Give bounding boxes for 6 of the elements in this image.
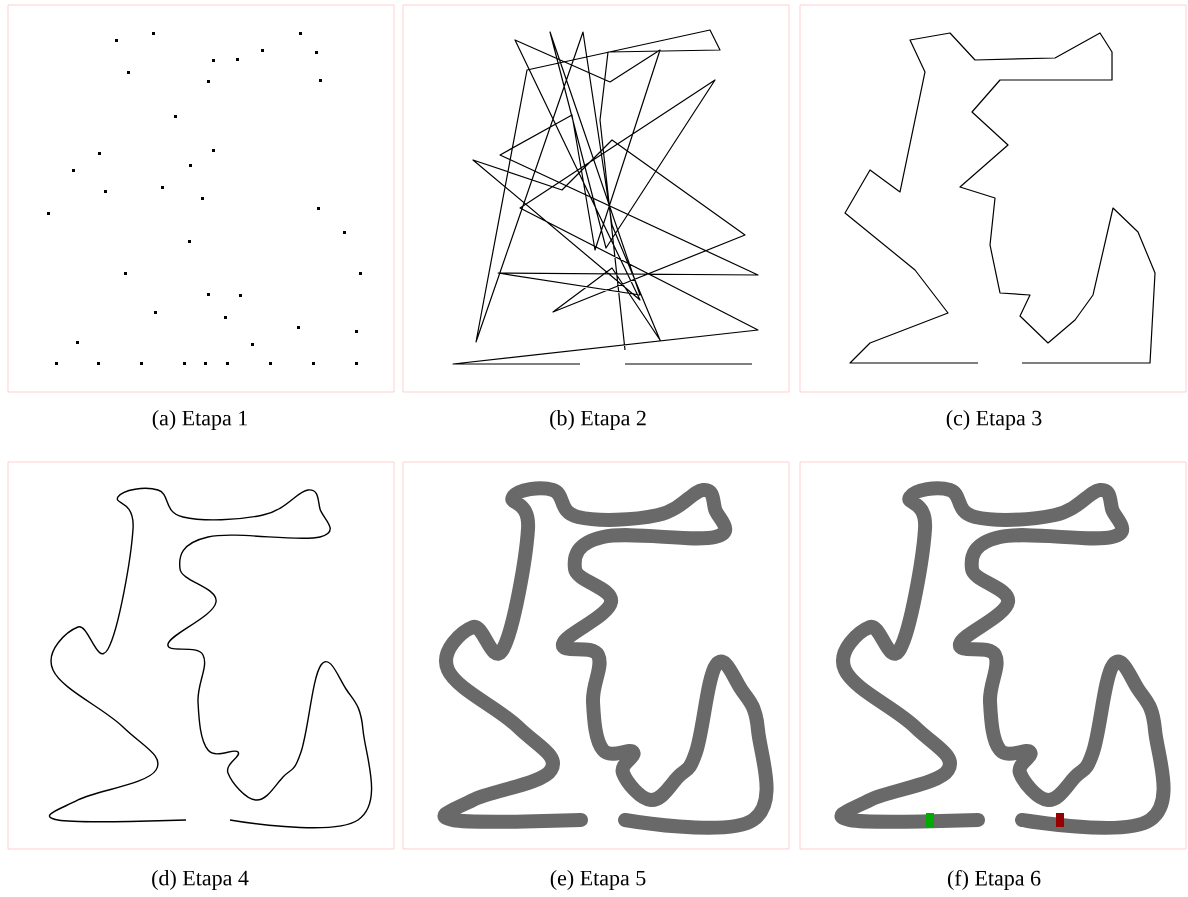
subfigure-caption: (d) Etapa 4 bbox=[152, 870, 249, 890]
subfigure-caption: (e) Etapa 5 bbox=[550, 870, 646, 890]
subfigure-caption: (c) Etapa 3 bbox=[946, 410, 1042, 430]
subfigure-caption: (b) Etapa 2 bbox=[550, 410, 646, 430]
subfigure-caption: (f) Etapa 6 bbox=[947, 869, 1041, 891]
subfigure-caption: (a) Etapa 1 bbox=[152, 410, 247, 430]
